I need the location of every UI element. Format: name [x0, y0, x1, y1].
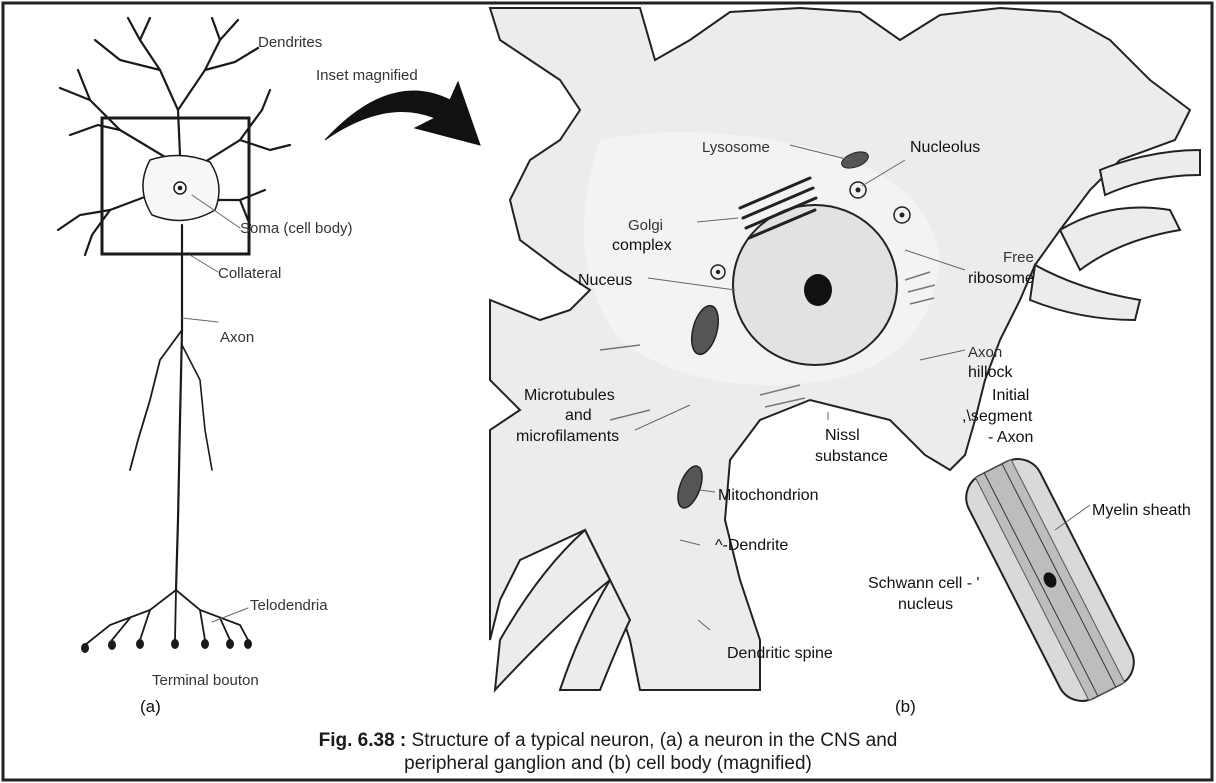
label-myelin-sheath: Myelin sheath [1092, 502, 1191, 519]
nucleolus-dot [804, 274, 832, 306]
label-collateral: Collateral [218, 265, 281, 282]
panel-a-neuron [58, 18, 290, 653]
label-mitochondrion: Mitochondrion [718, 487, 819, 504]
terminal-boutons [81, 639, 252, 653]
label-nucleus: Nuceus [578, 272, 632, 289]
label-schwann-2: nucleus [898, 596, 953, 613]
label-initial-segment-2: ,\segment [962, 408, 1033, 425]
label-golgi-2: complex [612, 237, 672, 254]
label-axon-hillock-2: hillock [968, 364, 1013, 381]
label-lysosome: Lysosome [702, 139, 770, 156]
axon-line [176, 225, 182, 590]
label-golgi-1: Golgi [628, 217, 663, 234]
caption-text-line2: peripheral ganglion and (b) cell body (m… [404, 753, 812, 774]
label-terminal-bouton: Terminal bouton [152, 672, 259, 689]
label-initial-segment-1: Initial [992, 387, 1029, 404]
label-free-ribosome-2: ribosome [968, 270, 1034, 287]
label-soma: Soma (cell body) [240, 220, 353, 237]
figure-caption-line1: Fig. 6.38 : Structure of a typical neuro… [0, 730, 1216, 752]
panel-b-cell-body [490, 8, 1200, 710]
label-free-ribosome-1: Free [1003, 249, 1034, 266]
label-axon-hillock-1: Axon [968, 344, 1002, 361]
label-dendrites: Dendrites [258, 34, 322, 51]
label-nissl-2: substance [815, 448, 888, 465]
figure-number: Fig. 6.38 : [319, 730, 407, 751]
label-dendrite: ^-Dendrite [715, 537, 788, 554]
label-microtubules-3: microfilaments [516, 428, 619, 445]
panel-a-label: (a) [140, 697, 161, 716]
label-inset-magnified: Inset magnified [316, 67, 418, 84]
label-nucleolus: Nucleolus [910, 139, 980, 156]
label-microtubules-1: Microtubules [524, 387, 615, 404]
label-dendritic-spine: Dendritic spine [727, 645, 833, 662]
panel-b-label: (b) [895, 697, 916, 716]
caption-text-line1: Structure of a typical neuron, (a) a neu… [412, 730, 898, 751]
inset-arrow-icon [325, 82, 480, 145]
collateral-branch [130, 330, 182, 470]
label-schwann-1: Schwann cell - ' [868, 575, 980, 592]
label-telodendria: Telodendria [250, 597, 328, 614]
label-axon: Axon [220, 329, 254, 346]
figure-caption-line2: peripheral ganglion and (b) cell body (m… [0, 753, 1216, 775]
label-nissl-1: Nissl [825, 427, 860, 444]
label-microtubules-2: and [565, 407, 592, 424]
label-initial-segment-3: - Axon [988, 429, 1033, 446]
myelinated-axon [958, 450, 1143, 709]
